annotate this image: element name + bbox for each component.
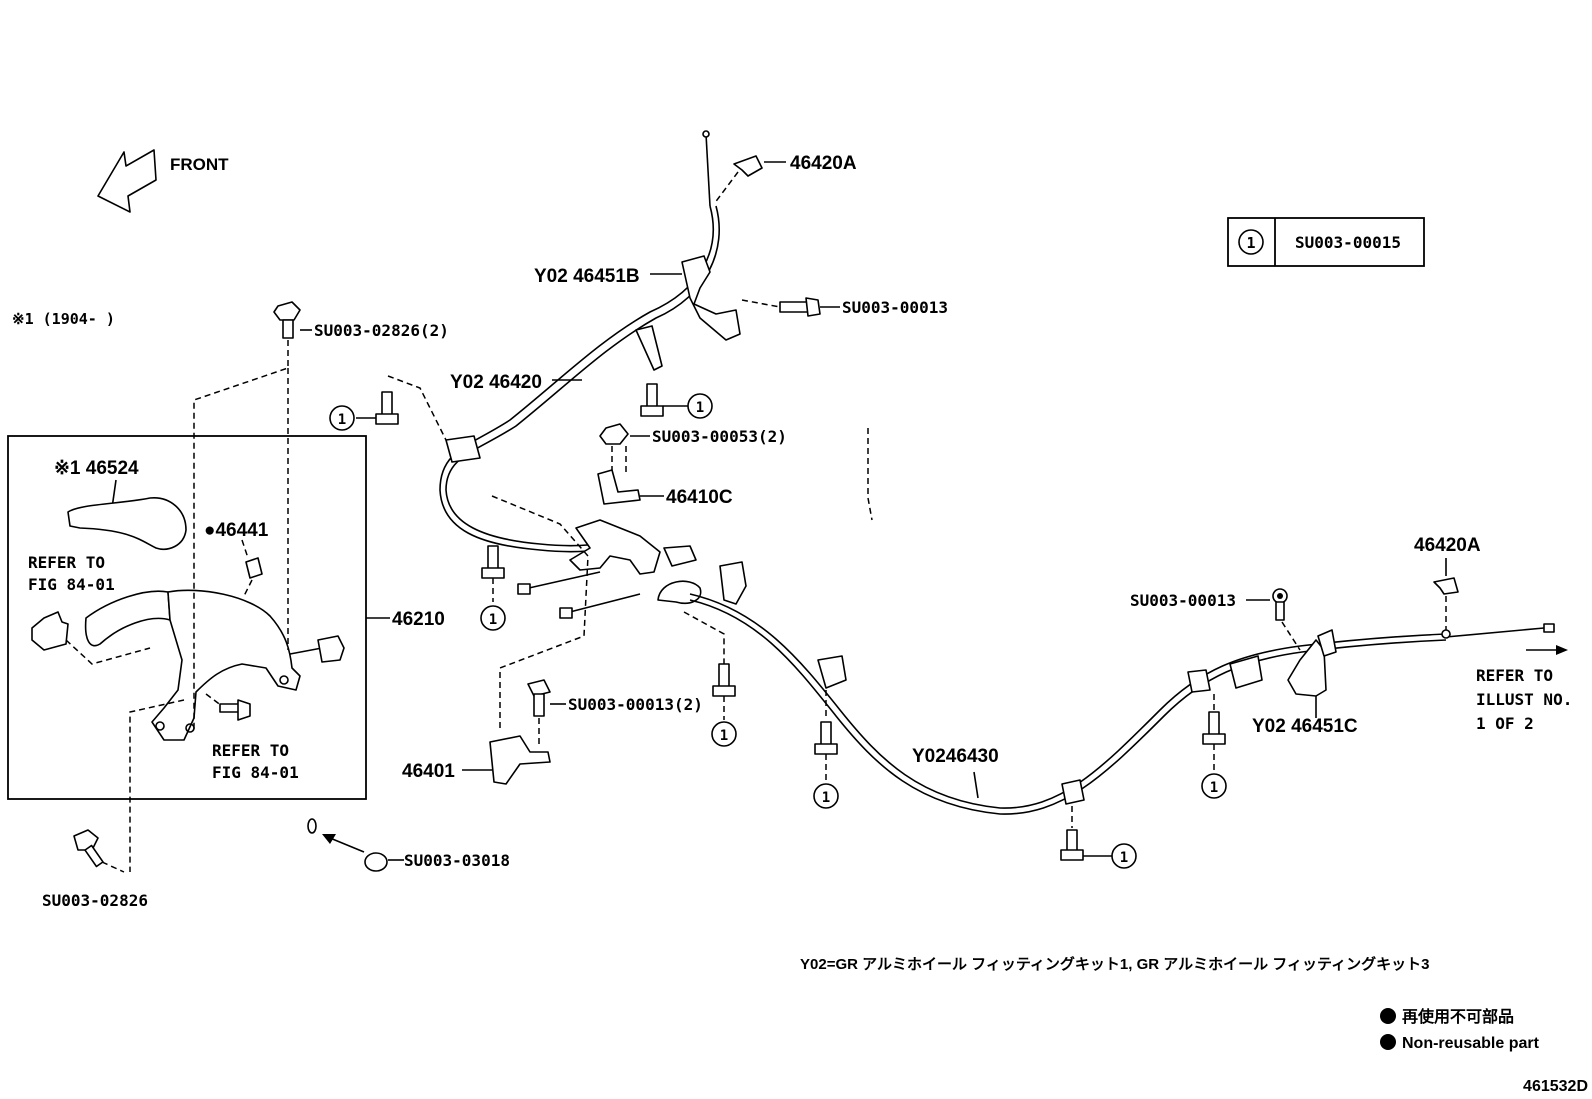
refer-illust-line2: ILLUST NO.	[1476, 690, 1572, 709]
svg-text:SU003-02826(2): SU003-02826(2)	[314, 321, 449, 340]
bolt-su003-00013-right	[1272, 588, 1288, 621]
svg-text:1: 1	[338, 412, 346, 428]
bolt-callout-1f: 1	[1060, 806, 1137, 869]
lever-base-46210	[151, 589, 301, 741]
svg-text:1: 1	[696, 400, 704, 416]
svg-text:Non-reusable part: Non-reusable part	[1402, 1035, 1540, 1052]
bolt-callout-1e: 1	[813, 690, 839, 809]
nut-su003-00053: SU003-00053(2)	[599, 423, 787, 446]
guide-46451c	[1287, 639, 1327, 697]
label-46420a-right: 46420A	[1414, 535, 1481, 556]
label-y02-46451b: Y02 46451B	[534, 266, 640, 287]
bolt-callout-1h: 1	[0, 0, 873, 521]
front-arrow-icon	[97, 149, 157, 213]
refer-illust-line1: REFER TO	[1476, 666, 1553, 685]
refer-illust-line3: 1 OF 2	[1476, 714, 1534, 733]
refer-fig-a-line1: REFER TO	[28, 553, 105, 572]
label-y02-46420: Y02 46420	[450, 372, 542, 393]
legend-part-code: SU003-00015	[1295, 233, 1401, 252]
small-oring	[307, 818, 317, 834]
bolt-callout-1c: 1	[480, 545, 506, 631]
svg-text:1: 1	[0, 0, 1, 1]
svg-text:1: 1	[1120, 850, 1128, 866]
switch-component	[31, 611, 69, 651]
refer-fig-b-line1: REFER TO	[212, 741, 289, 760]
drawing-id: 461532D	[1523, 1078, 1588, 1095]
legend-ref-number: 1	[1246, 234, 1255, 252]
clip-46420a-top	[733, 155, 763, 177]
svg-text:SU003-00053(2): SU003-00053(2)	[652, 427, 787, 446]
label-46401: 46401	[402, 761, 455, 782]
bolt-refer-fig	[219, 699, 251, 721]
svg-text:再使用不可部品: 再使用不可部品	[1402, 1007, 1514, 1026]
label-46420a-top: 46420A	[790, 153, 857, 174]
label-su003-03018: SU003-03018	[404, 851, 510, 870]
bracket-46410c	[597, 469, 641, 505]
cable-46420	[439, 205, 714, 553]
bolt-su003-00013-top	[779, 297, 821, 317]
label-y02-46451c: Y02 46451C	[1252, 716, 1358, 737]
label-y02-46430: Y0246430	[912, 746, 999, 767]
bolt-callout-1g: 1	[1201, 694, 1227, 799]
svg-text:1: 1	[1210, 780, 1218, 796]
refer-fig-b-line2: FIG 84-01	[212, 763, 299, 782]
clip-46420a-right	[1433, 577, 1459, 595]
svg-text:1: 1	[822, 790, 830, 806]
bullet-icon	[1380, 1034, 1396, 1050]
model-range-note: ※1 (1904- )	[12, 310, 115, 328]
label-46410c: 46410C	[666, 487, 733, 508]
svg-text:1: 1	[489, 612, 497, 628]
plug-su003-03018	[364, 852, 388, 872]
lever-grip-46524	[67, 497, 187, 550]
label-46210: 46210	[392, 609, 445, 630]
label-su003-00013-right: SU003-00013	[1130, 591, 1236, 610]
bolt-su003-02826	[73, 829, 125, 873]
equalizer-bracket	[569, 519, 661, 575]
svg-text:1: 1	[720, 728, 728, 744]
bullet-icon	[1380, 1008, 1396, 1024]
cable-y02-46430	[689, 593, 1447, 809]
label-su003-00013-top: SU003-00013	[842, 298, 948, 317]
nonreusable-legend: 再使用不可部品 Non-reusable part	[1380, 1007, 1540, 1052]
guide-46451b	[681, 255, 741, 341]
label-46441: ●46441	[204, 520, 269, 541]
bolt-callout-1b: 1	[329, 391, 399, 431]
label-46524: ※1 46524	[54, 458, 139, 479]
bolt-su003-02826-2: SU003-02826(2)	[273, 301, 449, 340]
bracket-46401	[489, 735, 551, 785]
bolt-su003-00013-2: SU003-00013(2)	[527, 679, 703, 717]
label-su003-02826: SU003-02826	[42, 891, 148, 910]
lever-handle	[84, 590, 171, 647]
bolt-callout-1d: 1	[683, 611, 737, 747]
footnote-y02: Y02=GR アルミホイール フィッティングキット1, GR アルミホイール フ…	[800, 955, 1429, 973]
svg-text:SU003-00013(2): SU003-00013(2)	[568, 695, 703, 714]
bolt-callout-1a: 1	[640, 383, 713, 419]
front-label: FRONT	[170, 155, 229, 174]
refer-fig-a-line2: FIG 84-01	[28, 575, 115, 594]
legend-table: 1 SU003-00015	[1227, 217, 1425, 267]
